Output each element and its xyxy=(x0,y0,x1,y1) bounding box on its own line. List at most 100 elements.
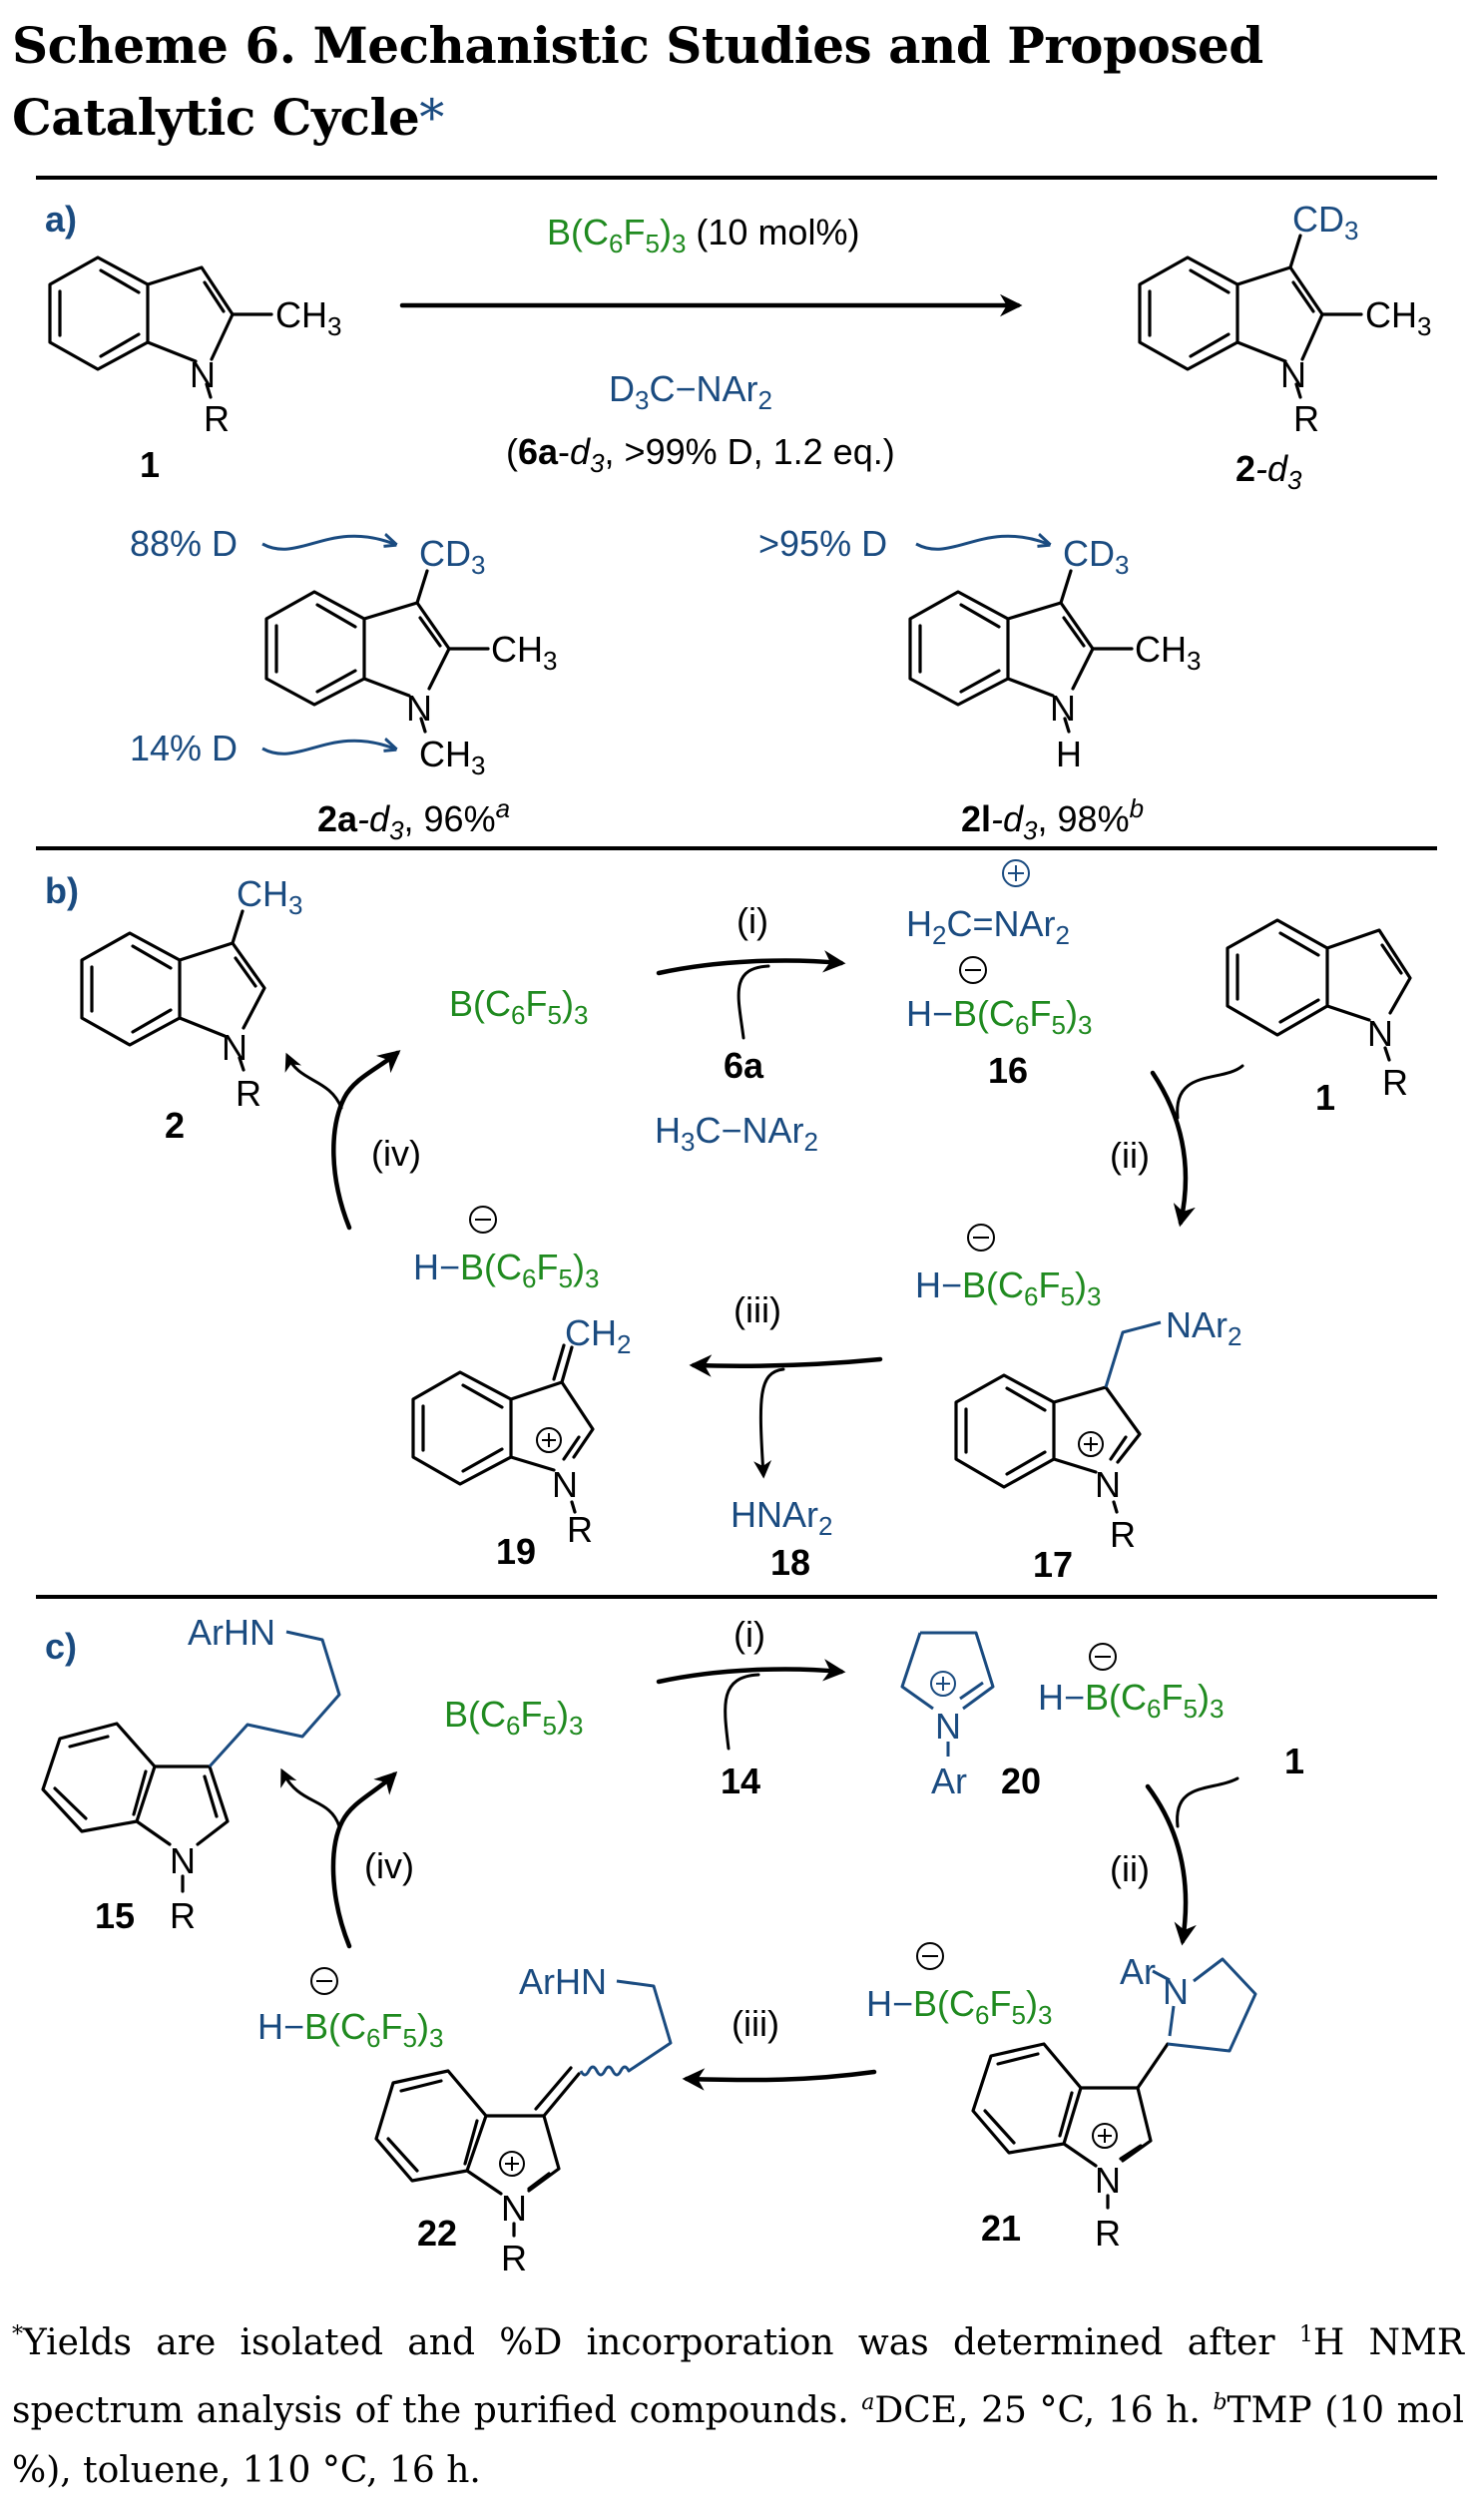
step-arrow-i xyxy=(656,1659,846,1685)
footnote-mark-b: b xyxy=(1213,2390,1228,2415)
footnote-star: * xyxy=(12,2322,23,2347)
reagent-entry-curve xyxy=(737,964,770,1040)
cd3-group: CD3 xyxy=(419,533,485,580)
deuteration-c3-percent: >95% D xyxy=(758,523,887,564)
nitrogen-label: N xyxy=(1163,1971,1189,2012)
reagent-info: (6a-d3, >99% D, 1.2 eq.) xyxy=(506,431,895,478)
step-arrow-iii xyxy=(682,2068,877,2091)
ch2-group: CH2 xyxy=(565,1312,631,1359)
step-arrow-iv-branch xyxy=(284,1052,343,1110)
ch3-group: CH3 xyxy=(237,873,302,920)
step-arrow-iv xyxy=(330,1770,398,1949)
n-methyl-group: CH3 xyxy=(419,734,485,780)
pyrrolinium-20-structure: N Ar 20 xyxy=(900,1631,1041,1801)
nar2-group: NAr2 xyxy=(1166,1304,1241,1351)
indole-entry-curve xyxy=(1176,1776,1239,1828)
result-2l-d3: >95% D CD3 CH3 N H 2l-d3, 98%b xyxy=(758,523,1201,845)
nitrogen-label: N xyxy=(935,1706,961,1747)
borohydride-formula: H−B(C6F5)3 xyxy=(866,1983,1052,2030)
compound-id-20: 20 xyxy=(1001,1761,1041,1801)
r-group-label: R xyxy=(236,1073,261,1114)
scheme-title: Scheme 6. Mechanistic Studies and Propos… xyxy=(12,10,1459,154)
product-2-d3-structure: CD3 CH3 N R 2-d3 xyxy=(1138,199,1431,495)
deuteration-c3-percent: 88% D xyxy=(130,523,238,564)
step-arrow-ii xyxy=(1145,1783,1197,1946)
product-2-structure: CH3 N R 2 xyxy=(80,873,302,1146)
byproduct-release-arrow xyxy=(753,1367,785,1479)
r-group-label: R xyxy=(567,1509,593,1550)
catalyst-label: B(C6F5)3 xyxy=(444,1694,583,1741)
r-group-label: R xyxy=(170,1895,196,1936)
nitrogen-label: N xyxy=(1050,688,1076,729)
indole-entry-curve xyxy=(1176,1064,1244,1120)
footnote-mark-a: a xyxy=(861,2390,875,2415)
compound-id-2-d3: 2-d3 xyxy=(1235,448,1302,495)
step-arrow-iv-branch xyxy=(280,1767,341,1828)
compound-id-21: 21 xyxy=(981,2208,1021,2249)
n-hydrogen: H xyxy=(1056,734,1082,774)
nitrogen-label: N xyxy=(1280,354,1306,395)
substrate-1-structure: CH3 N R 1 xyxy=(48,255,341,485)
compound-id-15: 15 xyxy=(95,1895,135,1936)
compound-id-14: 14 xyxy=(721,1761,760,1801)
reagent-6a-formula: H3C−NAr2 xyxy=(655,1110,818,1157)
ch3-group: CH3 xyxy=(1135,629,1201,676)
step-label-iv: (iv) xyxy=(364,1845,414,1886)
ion-pair-16: H2C=NAr2 H−B(C6F5)3 16 xyxy=(906,859,1092,1091)
borohydride-formula: H−B(C6F5)3 xyxy=(413,1247,599,1293)
step-label-i: (i) xyxy=(737,900,768,941)
footnote-condition-b: TMP (10 mol %), toluene, 110 °C, 16 h. xyxy=(12,2390,1464,2491)
borohydride-formula: H−B(C6F5)3 xyxy=(906,993,1092,1040)
r-group-label: R xyxy=(1110,1514,1136,1555)
step-label-i: (i) xyxy=(734,1614,765,1655)
catalyst-label: B(C6F5)3 xyxy=(449,983,588,1030)
nitrogen-label: N xyxy=(501,2188,527,2229)
nitrogen-label: N xyxy=(1095,2160,1121,2201)
section-a: a) CH3 N R 1 B(C6F5)3 (10 mol%) D3C−NAr2… xyxy=(45,199,1431,845)
nitrogen-label: N xyxy=(406,688,432,729)
borohydride-formula: H−B(C6F5)3 xyxy=(257,2006,443,2053)
curly-arrow-icon xyxy=(915,536,1048,551)
adduct-17-structure: NAr2 N R 17 xyxy=(954,1304,1241,1585)
adduct-21-structure: Ar N N R 21 xyxy=(971,1951,1257,2254)
iminium-formula: H2C=NAr2 xyxy=(906,903,1070,950)
r-group-label: R xyxy=(1095,2213,1121,2254)
nitrogen-label: N xyxy=(552,1464,578,1505)
footnote-condition-a: DCE, 25 °C, 16 h. xyxy=(874,2390,1214,2431)
step-label-ii: (ii) xyxy=(1110,1135,1150,1176)
borohydride-formula: H−B(C6F5)3 xyxy=(1038,1677,1224,1724)
title-footnote-marker: * xyxy=(419,89,444,147)
step-arrow-iii xyxy=(689,1354,883,1377)
compound-id-1: 1 xyxy=(1284,1741,1304,1781)
substituent-ch3: CH3 xyxy=(275,294,341,341)
curly-arrow-icon xyxy=(261,741,394,756)
compound-id-2l-d3: 2l-d3, 98%b xyxy=(961,793,1144,845)
footnote-text: Yields are isolated and %D incorporation… xyxy=(23,2322,1299,2363)
compound-id-2: 2 xyxy=(165,1105,185,1146)
cd3-group: CD3 xyxy=(1292,199,1358,246)
nmr-superscript: 1 xyxy=(1298,2322,1313,2347)
compound-id-19: 19 xyxy=(496,1531,536,1572)
deuteration-n-percent: 14% D xyxy=(130,728,238,768)
compound-id-1: 1 xyxy=(140,444,160,485)
indole-1-structure: N R 1 xyxy=(1226,918,1412,1118)
nitrogen-label: N xyxy=(1367,1013,1393,1054)
compound-id-2a-d3: 2a-d3, 96%a xyxy=(317,793,510,845)
section-a-label: a) xyxy=(45,199,77,240)
step-arrow-iv xyxy=(331,1050,401,1231)
scheme-title-text: Scheme 6. Mechanistic Studies and Propos… xyxy=(12,16,1263,147)
step-arrow-ii xyxy=(1150,1070,1196,1228)
alkylidene-22-structure: ArHN N R 22 xyxy=(374,1961,673,2278)
nitrogen-label: N xyxy=(190,354,216,395)
amine-18-formula: HNAr2 xyxy=(731,1494,832,1541)
ch3-group: CH3 xyxy=(1365,294,1431,341)
r-group-label: R xyxy=(501,2238,527,2278)
alkylidene-19-structure: CH2 N R 19 xyxy=(411,1312,631,1572)
section-c: c) ArHN N R 15 B(C6F5)3 (i) 14 N Ar 20 xyxy=(41,1612,1304,2278)
result-2a-d3: 88% D CD3 CH3 N CH3 14% D 2a-d3, 96%a xyxy=(130,523,557,845)
reagent-entry-curve xyxy=(724,1673,760,1751)
nitrogen-label: N xyxy=(1095,1464,1121,1505)
compound-id-1: 1 xyxy=(1315,1077,1335,1118)
curly-arrow-icon xyxy=(261,536,394,551)
